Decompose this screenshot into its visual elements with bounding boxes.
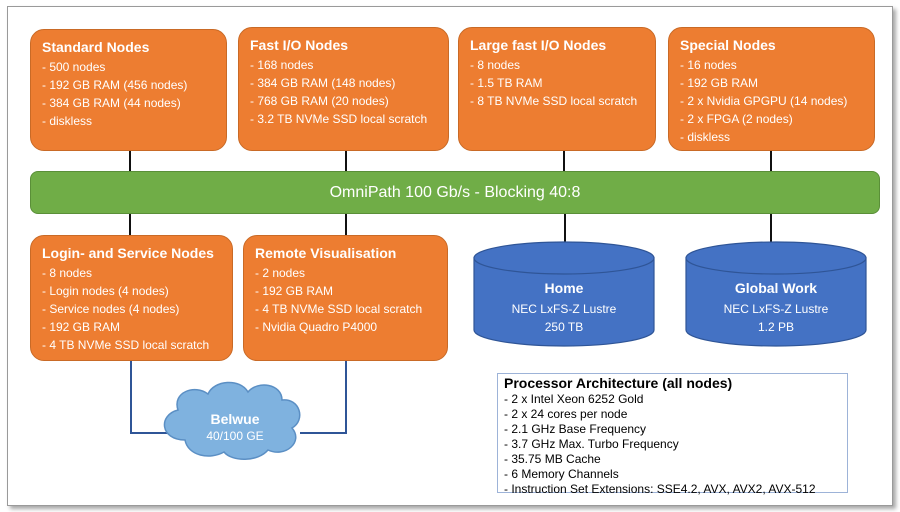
processor-spec-line: - Instruction Set Extensions: SSE4.2, AV… xyxy=(504,482,816,496)
login-service-nodes-box: Login- and Service Nodes - 8 nodes - Log… xyxy=(30,235,233,361)
special-nodes-line: - 16 nodes xyxy=(680,58,737,72)
login-service-nodes-line: - Service nodes (4 nodes) xyxy=(42,302,180,316)
fast-io-nodes-line: - 3.2 TB NVMe SSD local scratch xyxy=(250,112,428,126)
login-service-nodes-line: - 8 nodes xyxy=(42,266,93,280)
connector-work xyxy=(770,211,772,245)
login-service-nodes-title: Login- and Service Nodes xyxy=(42,245,214,261)
large-fast-io-nodes-line: - 8 TB NVMe SSD local scratch xyxy=(470,94,638,108)
connector-large-fast-io xyxy=(563,150,565,172)
special-nodes-box: Special Nodes - 16 nodes - 192 GB RAM - … xyxy=(668,27,875,151)
uplink-wire-login xyxy=(130,360,180,434)
uplink-wire-remote-vis xyxy=(300,360,347,434)
login-service-nodes-line: - 192 GB RAM xyxy=(42,320,121,334)
work-storage-capacity: 1.2 PB xyxy=(757,320,795,334)
remote-visualisation-line: - 4 TB NVMe SSD local scratch xyxy=(255,302,423,316)
standard-nodes-line: - 384 GB RAM (44 nodes) xyxy=(42,96,181,110)
fast-io-nodes-line: - 384 GB RAM (148 nodes) xyxy=(250,76,396,90)
fast-io-nodes-title: Fast I/O Nodes xyxy=(250,37,349,53)
network-label: OmniPath 100 Gb/s - Blocking 40:8 xyxy=(329,183,581,201)
standard-nodes-title: Standard Nodes xyxy=(42,39,150,55)
standard-nodes-line: - 192 GB RAM (456 nodes) xyxy=(42,78,188,92)
uplink-speed: 40/100 GE xyxy=(206,429,264,443)
processor-spec-line: - 6 Memory Channels xyxy=(504,467,619,481)
standard-nodes-line: - 500 nodes xyxy=(42,60,106,74)
special-nodes-line: - 192 GB RAM xyxy=(680,76,759,90)
remote-visualisation-line: - Nvidia Quadro P4000 xyxy=(255,320,378,334)
work-storage-title: Global Work xyxy=(734,280,818,296)
work-storage-system: NEC LxFS-Z Lustre xyxy=(723,302,829,316)
connector-remote-vis xyxy=(345,211,347,236)
login-service-nodes-line: - Login nodes (4 nodes) xyxy=(42,284,169,298)
remote-visualisation-title: Remote Visualisation xyxy=(255,245,397,261)
connector-login xyxy=(129,211,131,236)
home-storage-capacity: 250 TB xyxy=(544,320,584,334)
special-nodes-title: Special Nodes xyxy=(680,37,776,53)
login-service-nodes-line: - 4 TB NVMe SSD local scratch xyxy=(42,338,210,352)
standard-nodes-line: - diskless xyxy=(42,114,93,128)
connector-standard xyxy=(129,150,131,172)
special-nodes-line: - 2 x Nvidia GPGPU (14 nodes) xyxy=(680,94,848,108)
remote-visualisation-line: - 2 nodes xyxy=(255,266,306,280)
omnipath-network-bar: OmniPath 100 Gb/s - Blocking 40:8 xyxy=(30,171,880,214)
connector-fast-io xyxy=(345,150,347,172)
processor-spec-line: - 2.1 GHz Base Frequency xyxy=(504,422,647,436)
remote-visualisation-box: Remote Visualisation - 2 nodes - 192 GB … xyxy=(243,235,448,361)
processor-spec-line: - 35.75 MB Cache xyxy=(504,452,601,466)
cloud-icon xyxy=(163,381,301,460)
processor-architecture-box: Processor Architecture (all nodes) - 2 x… xyxy=(497,373,848,496)
large-fast-io-nodes-box: Large fast I/O Nodes - 8 nodes - 1.5 TB … xyxy=(458,27,656,151)
large-fast-io-nodes-line: - 1.5 TB RAM xyxy=(470,76,543,90)
connector-home xyxy=(564,211,566,245)
special-nodes-line: - diskless xyxy=(680,130,731,144)
processor-spec-line: - 2 x 24 cores per node xyxy=(504,407,628,421)
standard-nodes-box: Standard Nodes - 500 nodes - 192 GB RAM … xyxy=(30,29,227,151)
processor-spec-line: - 3.7 GHz Max. Turbo Frequency xyxy=(504,437,679,451)
work-storage-icon xyxy=(685,241,867,347)
uplink-name: Belwue xyxy=(210,411,260,427)
remote-visualisation-line: - 192 GB RAM xyxy=(255,284,334,298)
home-storage-icon xyxy=(473,241,655,347)
fast-io-nodes-line: - 768 GB RAM (20 nodes) xyxy=(250,94,389,108)
work-storage-label: Global Work NEC LxFS-Z Lustre 1.2 PB xyxy=(686,280,866,336)
home-storage-label: Home NEC LxFS-Z Lustre 250 TB xyxy=(474,280,654,336)
home-storage-title: Home xyxy=(544,280,584,296)
large-fast-io-nodes-title: Large fast I/O Nodes xyxy=(470,37,607,53)
special-nodes-line: - 2 x FPGA (2 nodes) xyxy=(680,112,793,126)
home-storage-system: NEC LxFS-Z Lustre xyxy=(511,302,617,316)
large-fast-io-nodes-line: - 8 nodes xyxy=(470,58,521,72)
fast-io-nodes-line: - 168 nodes xyxy=(250,58,314,72)
connector-special xyxy=(770,150,772,172)
processor-architecture-title: Processor Architecture (all nodes) xyxy=(504,375,733,391)
fast-io-nodes-box: Fast I/O Nodes - 168 nodes - 384 GB RAM … xyxy=(238,27,449,151)
processor-spec-line: - 2 x Intel Xeon 6252 Gold xyxy=(504,392,644,406)
belwue-uplink-label: Belwue 40/100 GE xyxy=(180,411,290,443)
